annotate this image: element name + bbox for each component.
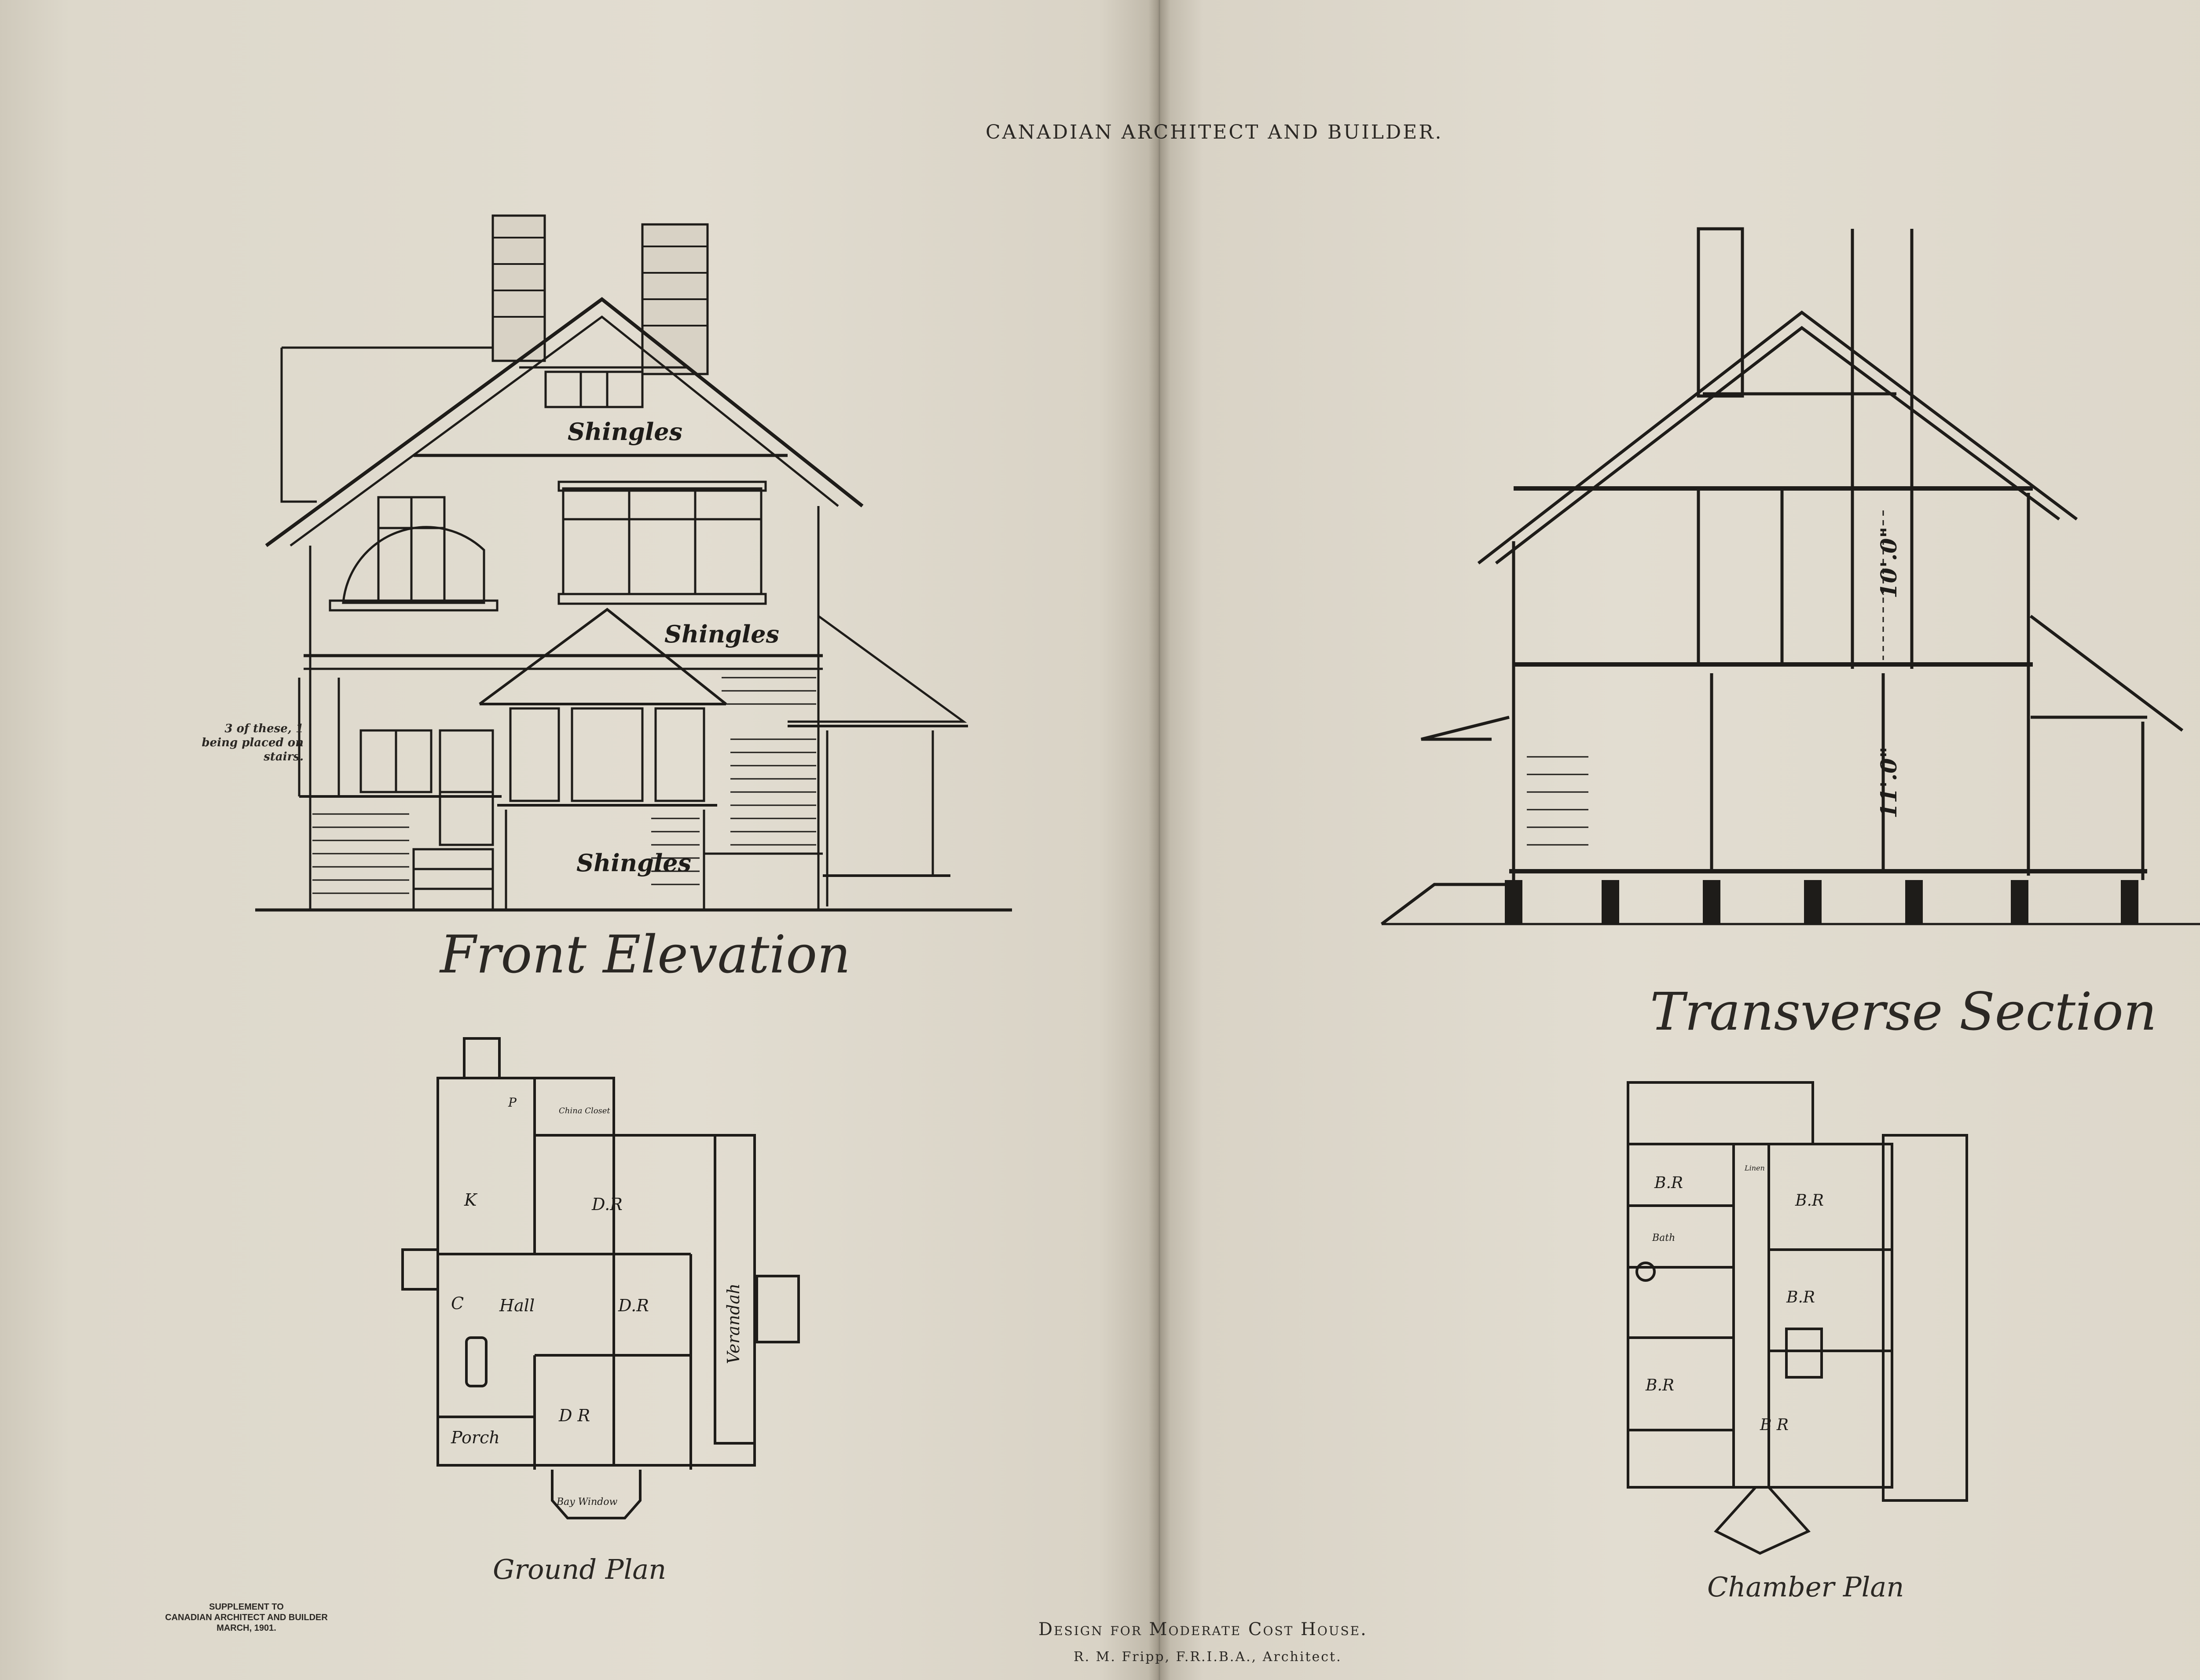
supplement-line-3: MARCH, 1901.	[216, 1623, 276, 1633]
plate-caption: Design for Moderate Cost House.	[1038, 1619, 1368, 1640]
window-note: 3 of these, 1 being placed on stairs.	[202, 722, 304, 763]
room-china-closet: China Closet	[559, 1106, 610, 1115]
dimension-lower: 11'.0"	[1876, 747, 1902, 818]
supplement-line-1: SUPPLEMENT TO	[209, 1602, 284, 1612]
transverse-section-title: Transverse Section	[1650, 981, 2157, 1042]
front-elevation-title: Front Elevation	[440, 924, 851, 985]
room-closet: C	[451, 1294, 464, 1313]
ground-plan-title: Ground Plan	[493, 1553, 667, 1585]
front-elevation-drawing: Shingles Shingles Shingles	[255, 214, 1012, 912]
room-hall: Hall	[499, 1296, 535, 1315]
architect-credit: R. M. Fripp, F.R.I.B.A., Architect.	[1074, 1649, 1342, 1665]
room-bedroom-2: B.R	[1795, 1192, 1824, 1210]
room-bedroom-3: B.R	[1786, 1288, 1815, 1306]
dimension-upper: 10'.0"	[1876, 527, 1902, 598]
room-dining-3: D R	[558, 1406, 590, 1425]
chamber-plan-title: Chamber Plan	[1707, 1571, 1904, 1603]
room-kitchen: K	[464, 1190, 478, 1210]
page-header: CANADIAN ARCHITECT AND BUILDER.	[986, 121, 1443, 143]
room-bedroom-5: B R	[1760, 1416, 1789, 1434]
shingles-label-1: Shingles	[568, 418, 682, 446]
room-verandah: Verandah	[724, 1284, 743, 1364]
shingles-label-2: Shingles	[664, 620, 779, 648]
room-pantry: P	[508, 1095, 517, 1110]
room-dining-2: D.R	[618, 1296, 649, 1315]
room-bedroom-4: B.R	[1645, 1376, 1674, 1394]
room-bay-window: Bay Window	[556, 1497, 617, 1508]
room-dining-1: D.R	[591, 1195, 623, 1214]
room-linen: Linen	[1744, 1164, 1765, 1172]
page-gutter	[1148, 0, 1170, 1680]
ground-plan-drawing: K D.R Hall C D.R D R Porch Verandah Bay …	[401, 1037, 800, 1519]
room-porch: Porch	[451, 1428, 500, 1447]
left-page	[0, 0, 1157, 1680]
supplement-note: SUPPLEMENT TO CANADIAN ARCHITECT AND BUI…	[128, 1602, 365, 1633]
supplement-line-2: CANADIAN ARCHITECT AND BUILDER	[165, 1613, 328, 1622]
room-bath: Bath	[1652, 1232, 1675, 1243]
shingles-label-3: Shingles	[576, 849, 691, 877]
right-page	[1157, 0, 2200, 1680]
room-bedroom-1: B.R	[1654, 1174, 1683, 1192]
